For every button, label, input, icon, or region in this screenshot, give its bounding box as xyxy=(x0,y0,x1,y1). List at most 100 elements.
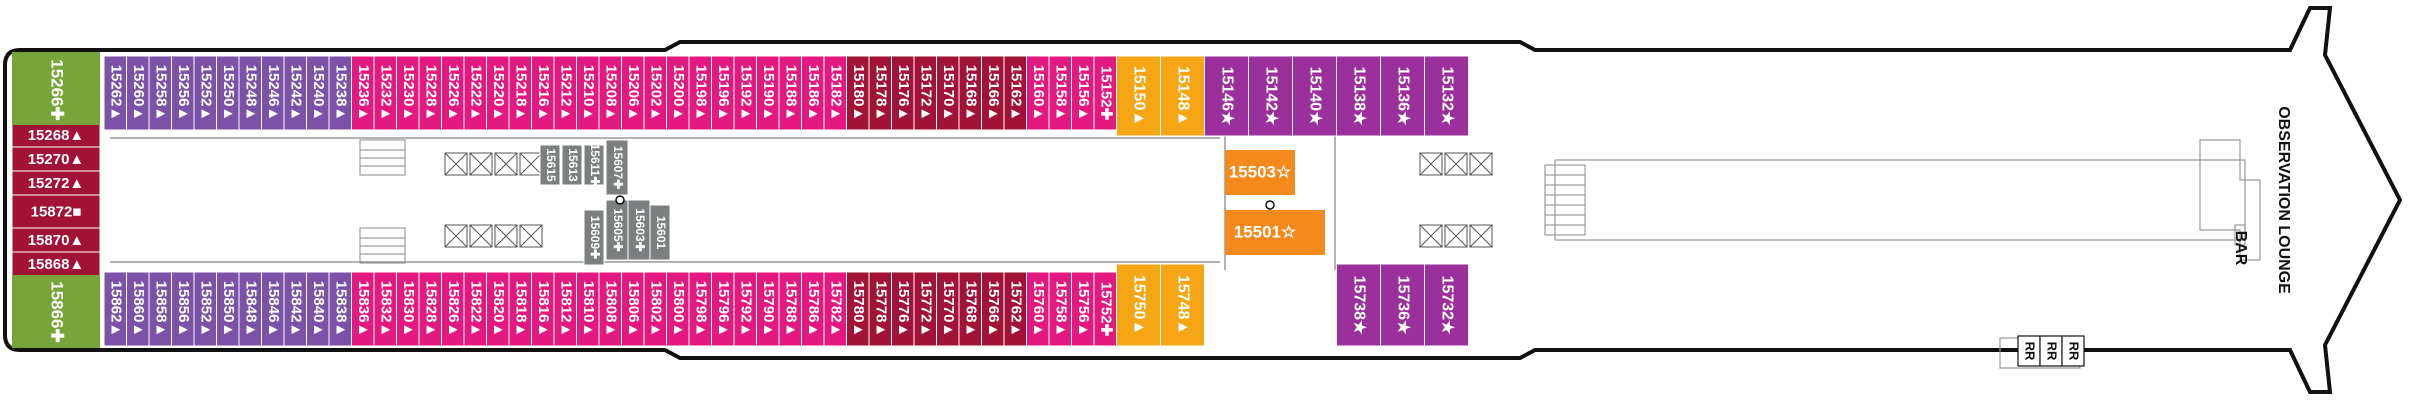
cabin-15603[interactable]: 15603✚ xyxy=(633,208,647,251)
cabin-15200[interactable]: 15200▲ xyxy=(670,65,687,122)
cabin-15732[interactable]: 15732★ xyxy=(1438,276,1455,335)
cabin-15818[interactable]: 15818▲ xyxy=(512,281,529,338)
cabin-15607-box[interactable] xyxy=(605,139,629,196)
cabin-15238[interactable]: 15238▲ xyxy=(332,65,349,122)
cabin-15156[interactable]: 15156▲ xyxy=(1075,65,1092,122)
cabin-15840[interactable]: 15840▲ xyxy=(310,281,327,338)
cabin-15168[interactable]: 15168▲ xyxy=(962,65,979,122)
cabin-15258[interactable]: 15258▲ xyxy=(152,65,169,122)
cabin-15150[interactable]: 15150▲ xyxy=(1130,66,1147,126)
cabin-15808[interactable]: 15808▲ xyxy=(602,281,619,338)
cabin-15828[interactable]: 15828▲ xyxy=(422,281,439,338)
cabin-15772[interactable]: 15772▲ xyxy=(917,281,934,338)
cabin-15750-box[interactable] xyxy=(1116,263,1161,347)
cabin-15186[interactable]: 15186▲ xyxy=(805,65,822,122)
cabin-15856[interactable]: 15856▲ xyxy=(175,281,192,338)
cabin-15868-box[interactable] xyxy=(11,251,101,277)
cabin-15601-box[interactable] xyxy=(649,204,671,261)
cabin-15611[interactable]: 15611✚ xyxy=(588,144,602,187)
cabin-15132[interactable]: 15132★ xyxy=(1438,67,1455,126)
cabin-15170[interactable]: 15170▲ xyxy=(940,65,957,122)
cabin-15501[interactable]: 15501☆ xyxy=(1234,222,1297,241)
cabin-15609[interactable]: 15609✚ xyxy=(588,216,602,259)
cabin-15246[interactable]: 15246▲ xyxy=(265,65,282,122)
cabin-15738[interactable]: 15738★ xyxy=(1350,276,1367,335)
cabin-15268[interactable]: 15268▲ xyxy=(28,127,85,144)
cabin-15142-box[interactable] xyxy=(1248,55,1293,137)
cabin-15792[interactable]: 15792▲ xyxy=(737,281,754,338)
cabin-15272-box[interactable] xyxy=(11,170,101,196)
cabin-15192[interactable]: 15192▲ xyxy=(737,65,754,122)
cabin-15872-box[interactable] xyxy=(11,194,101,229)
cabin-15802[interactable]: 15802▲ xyxy=(647,281,664,338)
cabin-15142[interactable]: 15142★ xyxy=(1262,67,1279,126)
cabin-15218[interactable]: 15218▲ xyxy=(512,65,529,122)
cabin-15732-box[interactable] xyxy=(1424,263,1469,347)
cabin-15136[interactable]: 15136★ xyxy=(1394,67,1411,126)
cabin-15750[interactable]: 15750▲ xyxy=(1130,275,1147,335)
cabin-15146[interactable]: 15146★ xyxy=(1218,67,1235,126)
cabin-15228[interactable]: 15228▲ xyxy=(422,65,439,122)
cabin-15780[interactable]: 15780▲ xyxy=(850,281,867,338)
cabin-15766[interactable]: 15766▲ xyxy=(985,281,1002,338)
cabin-15198[interactable]: 15198▲ xyxy=(692,65,709,122)
cabin-15613[interactable]: 15613 xyxy=(566,148,580,182)
cabin-15852[interactable]: 15852▲ xyxy=(197,281,214,338)
cabin-15842[interactable]: 15842▲ xyxy=(287,281,304,338)
cabin-15836[interactable]: 15836▲ xyxy=(355,281,372,338)
cabin-15226[interactable]: 15226▲ xyxy=(445,65,462,122)
cabin-15601[interactable]: 15601 xyxy=(654,216,668,250)
cabin-15756[interactable]: 15756▲ xyxy=(1075,281,1092,338)
cabin-15850[interactable]: 15850▲ xyxy=(220,281,237,338)
cabin-15208[interactable]: 15208▲ xyxy=(602,65,619,122)
cabin-15148-box[interactable] xyxy=(1160,55,1205,137)
cabin-15862[interactable]: 15862▲ xyxy=(107,281,124,338)
cabin-15196[interactable]: 15196▲ xyxy=(715,65,732,122)
cabin-15182[interactable]: 15182▲ xyxy=(827,65,844,122)
cabin-15140[interactable]: 15140★ xyxy=(1306,67,1323,126)
cabin-15798[interactable]: 15798▲ xyxy=(692,281,709,338)
cabin-15800[interactable]: 15800▲ xyxy=(670,281,687,338)
cabin-15816[interactable]: 15816▲ xyxy=(535,281,552,338)
cabin-15250[interactable]: 15250▲ xyxy=(220,65,237,122)
cabin-15148[interactable]: 15148▲ xyxy=(1174,66,1191,126)
cabin-15268-box[interactable] xyxy=(11,122,101,148)
cabin-15870-box[interactable] xyxy=(11,227,101,253)
cabin-15760[interactable]: 15760▲ xyxy=(1030,281,1047,338)
cabin-15138[interactable]: 15138★ xyxy=(1350,67,1367,126)
cabin-15615[interactable]: 15615 xyxy=(544,148,558,182)
cabin-15202[interactable]: 15202▲ xyxy=(647,65,664,122)
cabin-15216[interactable]: 15216▲ xyxy=(535,65,552,122)
cabin-15838[interactable]: 15838▲ xyxy=(332,281,349,338)
cabin-15172[interactable]: 15172▲ xyxy=(917,65,934,122)
cabin-15272[interactable]: 15272▲ xyxy=(28,175,85,192)
cabin-15872[interactable]: 15872■ xyxy=(31,203,82,220)
cabin-15166[interactable]: 15166▲ xyxy=(985,65,1002,122)
cabin-15736-box[interactable] xyxy=(1380,263,1425,347)
cabin-15607[interactable]: 15607✚ xyxy=(611,146,625,189)
cabin-15806[interactable]: 15806▲ xyxy=(625,281,642,338)
cabin-15796[interactable]: 15796▲ xyxy=(715,281,732,338)
cabin-15150-box[interactable] xyxy=(1116,55,1161,137)
cabin-15242[interactable]: 15242▲ xyxy=(287,65,304,122)
cabin-15788[interactable]: 15788▲ xyxy=(782,281,799,338)
cabin-15613-box[interactable] xyxy=(561,144,583,186)
cabin-15770[interactable]: 15770▲ xyxy=(940,281,957,338)
cabin-15256[interactable]: 15256▲ xyxy=(175,65,192,122)
cabin-15252[interactable]: 15252▲ xyxy=(197,65,214,122)
cabin-15738-box[interactable] xyxy=(1336,263,1381,347)
cabin-15748[interactable]: 15748▲ xyxy=(1174,275,1191,335)
cabin-15822[interactable]: 15822▲ xyxy=(467,281,484,338)
cabin-15609-box[interactable] xyxy=(583,209,605,266)
cabin-15266[interactable]: 15266✚ xyxy=(48,59,67,121)
cabin-15782[interactable]: 15782▲ xyxy=(827,281,844,338)
cabin-15158[interactable]: 15158▲ xyxy=(1052,65,1069,122)
cabin-15146-box[interactable] xyxy=(1204,55,1249,137)
cabin-15812[interactable]: 15812▲ xyxy=(557,281,574,338)
cabin-15748-box[interactable] xyxy=(1160,263,1205,347)
cabin-15190[interactable]: 15190▲ xyxy=(760,65,777,122)
cabin-15866[interactable]: 15866✚ xyxy=(48,281,67,343)
cabin-15260[interactable]: 15260▲ xyxy=(130,65,147,122)
cabin-15132-box[interactable] xyxy=(1424,55,1469,137)
cabin-15758[interactable]: 15758▲ xyxy=(1052,281,1069,338)
